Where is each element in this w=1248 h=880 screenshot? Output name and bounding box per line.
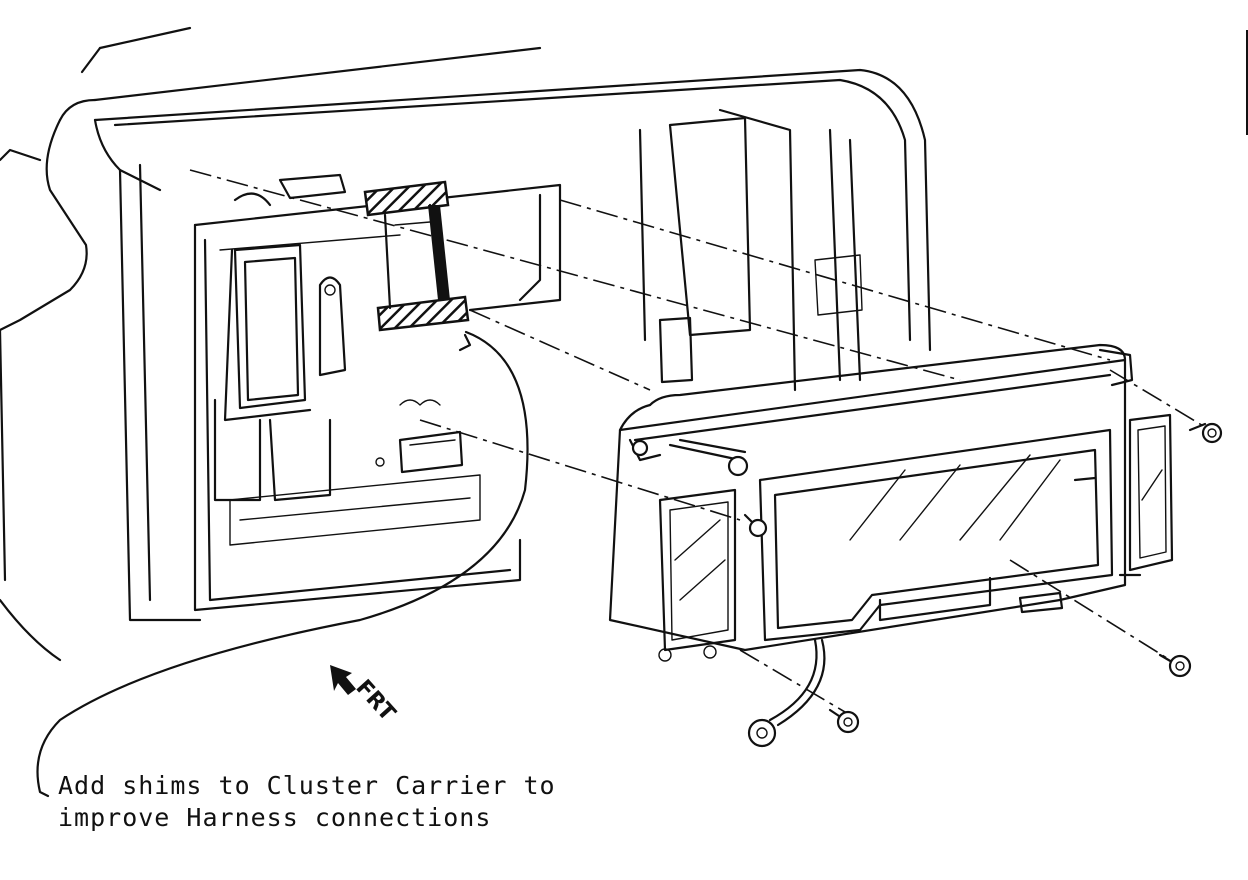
shim-bracket [383,203,450,310]
screw-upper-right [1188,422,1223,444]
left-connector-block [223,173,347,422]
cluster-carrier-cavity [193,183,562,612]
ground-strap [747,638,826,748]
screw-center [743,513,768,538]
screw-lower-center [828,708,860,734]
vertical-duct [638,108,863,392]
callout-text: Add shims to Cluster Carrier to improve … [58,770,556,834]
cavity-clips [375,333,472,474]
shim-upper [363,180,450,217]
arrow-front-icon [330,665,356,695]
shim-lower [376,295,470,332]
callout-line-2: improve Harness connections [58,803,492,832]
instrument-cluster [608,343,1174,662]
alignment-guides [189,169,1211,716]
instrument-panel-shell [0,26,932,662]
callout-leader-line [36,330,529,798]
page-edge-mark [1246,30,1248,135]
direction-marker: FRT [351,675,400,726]
callout-line-1: Add shims to Cluster Carrier to [58,771,556,800]
screw-lower-right [1158,653,1192,678]
